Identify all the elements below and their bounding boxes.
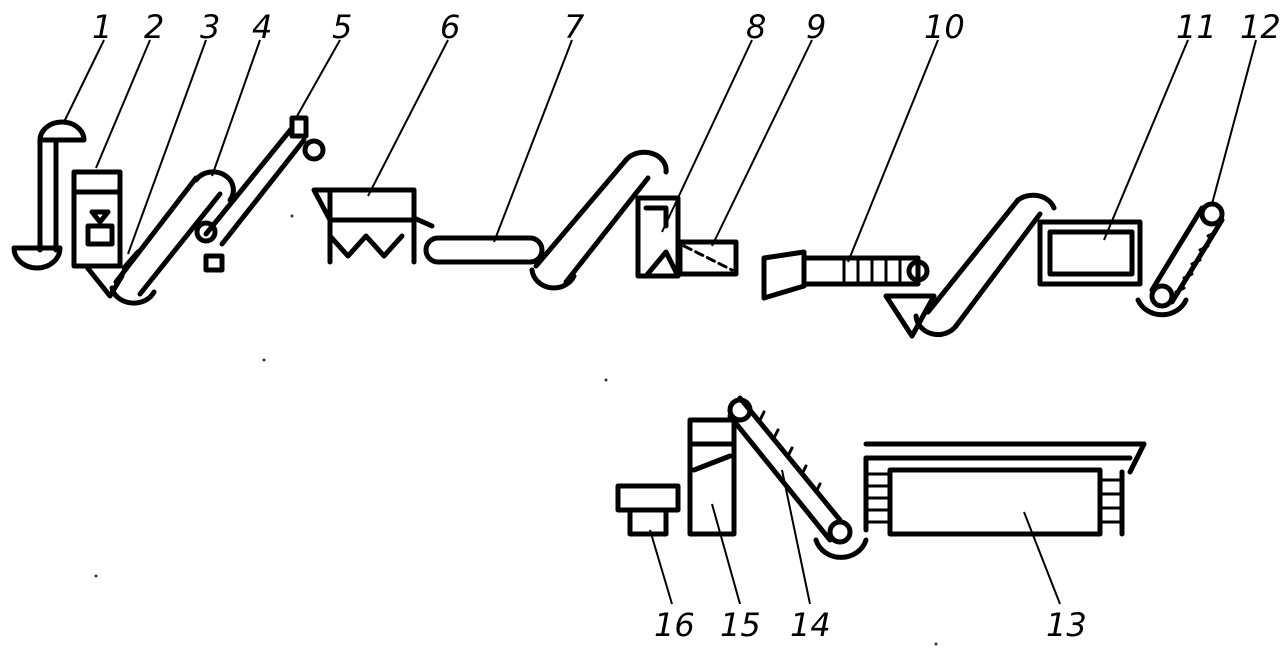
equipment-2-feeder [71,169,123,269]
label-10: 10 [924,8,965,46]
leader-4 [211,39,261,177]
leader-11 [1103,39,1189,241]
leader-15 [711,503,741,605]
label-7: 7 [564,8,585,46]
label-11: 11 [1176,8,1217,46]
leader-13 [1023,511,1061,605]
label-3: 3 [200,8,220,46]
equipment-1-elevator [11,119,87,271]
equipment-7-conveyor [423,235,545,265]
equipment-6-washer [311,187,435,265]
equipment-13-chamber [863,441,1147,537]
leader-lines [63,39,1257,605]
label-14: 14 [790,606,831,644]
leader-16 [649,529,673,605]
equipment-5-pipe [194,115,326,273]
label-8: 8 [746,8,766,46]
equipment-10-extruder [761,249,930,301]
inclined-elevator-to-8 [529,149,669,291]
leader-14 [781,469,811,605]
label-6: 6 [440,8,460,46]
label-9: 9 [806,8,826,46]
equipment-9-screw-feeder [677,239,739,277]
equipment-14-chain-conveyor [727,395,869,560]
leader-3 [127,39,207,255]
label-13: 13 [1046,606,1087,644]
leader-9 [711,39,813,247]
equipment-12-chain-conveyor [1135,201,1225,318]
label-12: 12 [1240,8,1281,46]
label-5: 5 [332,8,352,46]
label-4: 4 [252,8,272,46]
label-16: 16 [654,606,695,644]
equipment-11-dryer [1037,219,1143,287]
inclined-elevator-to-11 [883,192,1057,339]
equipment-3-4-inclined-elevator [83,169,236,306]
leader-1 [63,39,105,123]
label-15: 15 [720,606,761,644]
leader-7 [493,39,573,243]
leader-8 [661,39,753,233]
equipment-8-bunker [635,195,681,279]
leader-12 [1211,39,1257,205]
equipment-15-bunker [687,417,737,537]
label-1: 1 [92,8,112,46]
scan-specks [94,214,938,646]
leader-2 [95,39,151,169]
leader-5 [295,39,341,119]
leader-6 [367,39,449,197]
leader-10 [847,39,939,263]
callout-labels: 1 2 3 4 5 6 7 8 9 10 11 12 13 14 15 16 [92,8,1281,644]
label-2: 2 [144,8,164,46]
equipment-16-unit [615,483,681,537]
